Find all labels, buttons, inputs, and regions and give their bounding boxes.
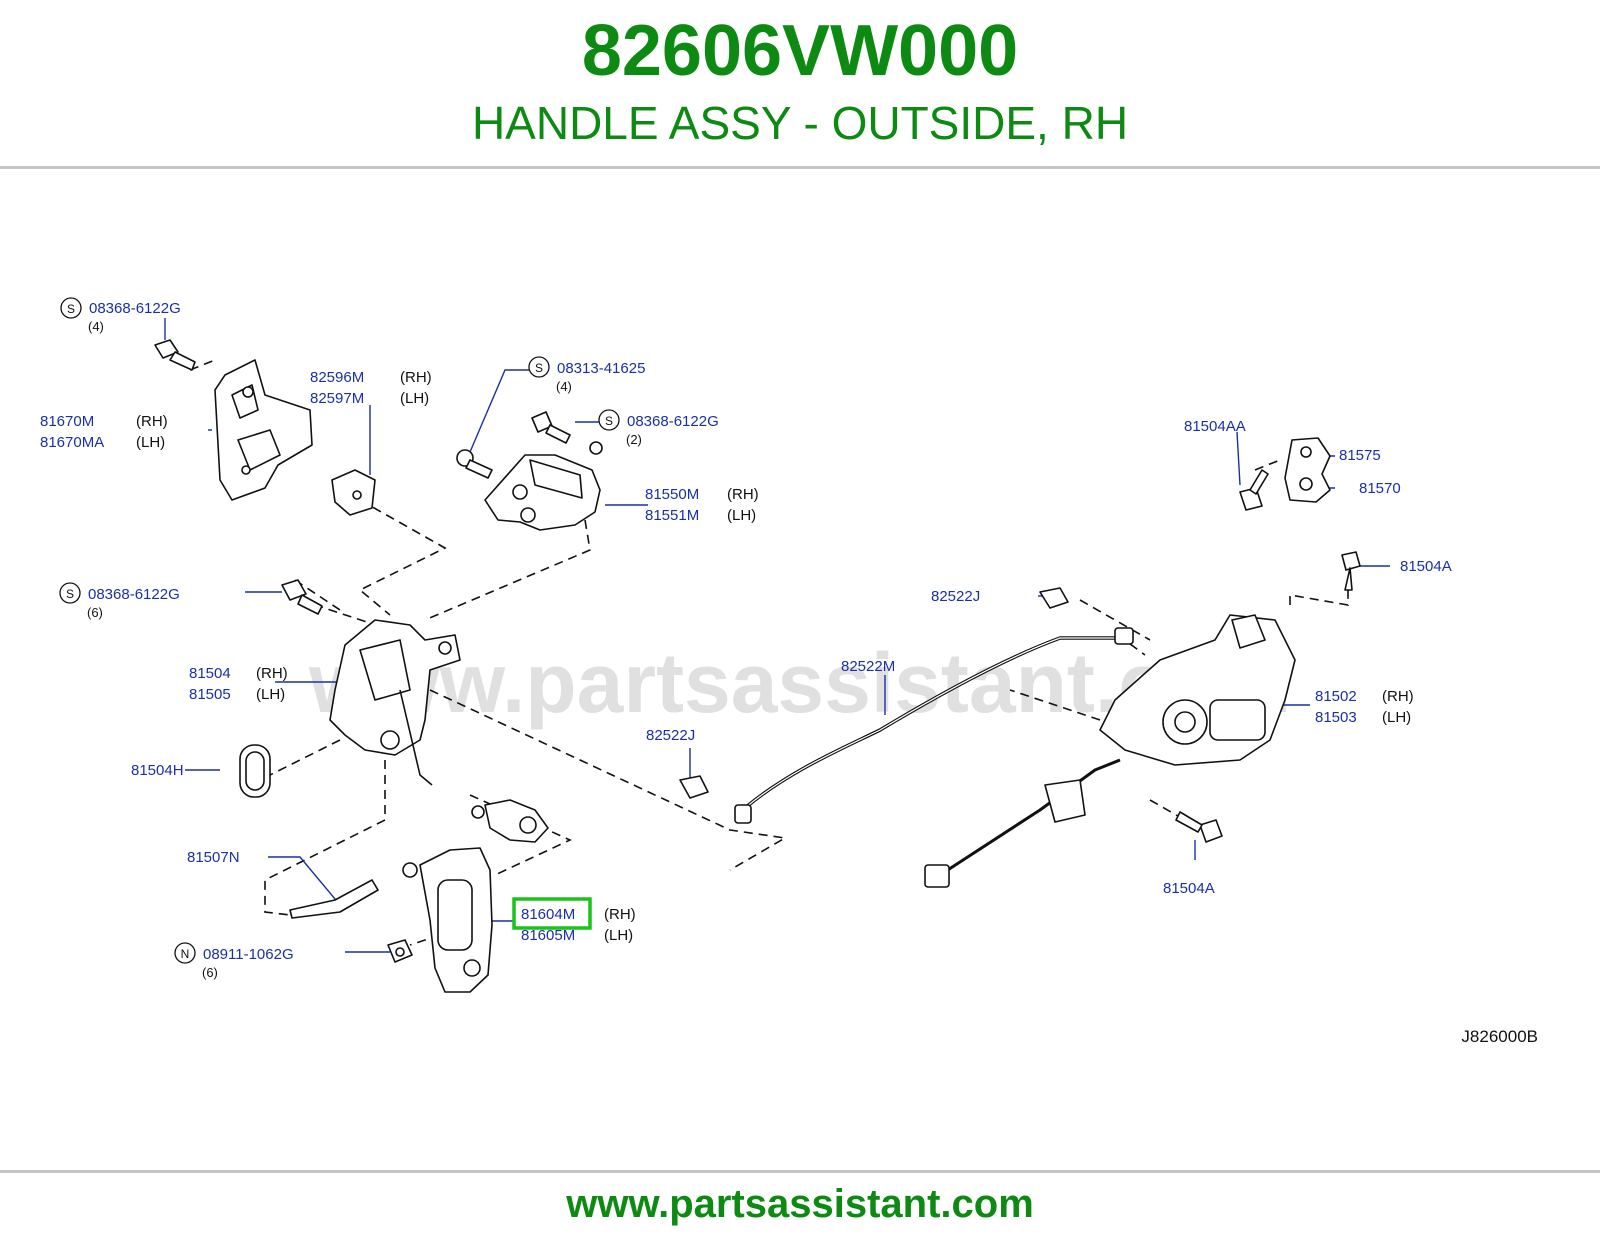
- label-08368-6122G-lower[interactable]: 08368-6122G: [88, 586, 180, 603]
- side-label: (LH): [256, 686, 285, 703]
- label-81670MA[interactable]: 81670MA: [40, 434, 104, 451]
- cable-82522M: [734, 627, 1134, 824]
- qty-label: (2): [626, 432, 642, 447]
- label-08313-41625[interactable]: 08313-41625: [557, 360, 645, 377]
- label-82522M[interactable]: 82522M: [841, 658, 895, 675]
- rod-81507N: [289, 879, 379, 919]
- qty-label: (4): [556, 379, 572, 394]
- label-81504A-top[interactable]: 81504A: [1400, 558, 1452, 575]
- wiring-harness: [924, 758, 1121, 888]
- label-81502[interactable]: 81502: [1315, 688, 1357, 705]
- label-81504[interactable]: 81504: [189, 665, 231, 682]
- inside-handle-bracket: [214, 359, 313, 501]
- label-81604M[interactable]: 81604M: [521, 906, 575, 923]
- footer-website-link[interactable]: www.partsassistant.com: [566, 1182, 1034, 1226]
- side-label: (RH): [256, 665, 288, 682]
- bolt-81504A-bottom: [1175, 811, 1223, 843]
- bolt-lower-left: [281, 579, 323, 615]
- label-81550M[interactable]: 81550M: [645, 486, 699, 503]
- leader-lines: [164, 318, 1390, 953]
- label-81505[interactable]: 81505: [189, 686, 231, 703]
- label-81670M[interactable]: 81670M: [40, 413, 94, 430]
- door-lock-actuator: [1099, 614, 1296, 766]
- part-name-subtitle: HANDLE ASSY - OUTSIDE, RH: [471, 97, 1129, 149]
- label-82596M[interactable]: 82596M: [310, 369, 364, 386]
- line-art-parts: [154, 339, 1361, 993]
- bolt-top-left: [154, 339, 196, 371]
- badge-letter: S: [66, 587, 74, 601]
- side-label: (LH): [136, 434, 165, 451]
- label-81507N[interactable]: 81507N: [187, 849, 240, 866]
- standard-part-badge: [60, 297, 82, 319]
- label-81605M[interactable]: 81605M: [521, 927, 575, 944]
- qty-label: (6): [87, 605, 103, 620]
- highlight-box: [512, 897, 592, 930]
- label-81503[interactable]: 81503: [1315, 709, 1357, 726]
- side-label: (RH): [1382, 688, 1414, 705]
- side-label: (LH): [400, 390, 429, 407]
- diagram-code: J826000B: [1461, 1027, 1538, 1046]
- grommet-81504H: [239, 744, 271, 798]
- bolt-81504A-top: [1341, 551, 1361, 591]
- bolt-mid: [531, 411, 571, 444]
- header-divider: [0, 166, 1600, 169]
- part-number-title: 82606VW000: [581, 11, 1019, 91]
- callout-labels: S 08368-6122G (4) 82596M (RH) 82597M (LH…: [40, 297, 1538, 1046]
- qty-label: (4): [88, 319, 104, 334]
- standard-part-badge: [59, 582, 81, 604]
- screw-08313: [456, 449, 493, 479]
- label-81504AA[interactable]: 81504AA: [1184, 418, 1246, 435]
- bolt-81504AA: [1239, 469, 1269, 511]
- exploded-view-svg: www.partsassistant.com: [40, 297, 1538, 1046]
- side-label: (LH): [727, 507, 756, 524]
- standard-part-badge: [528, 356, 550, 378]
- side-label: (LH): [1382, 709, 1411, 726]
- qty-label: (6): [202, 965, 218, 980]
- key-cylinder: [471, 799, 549, 843]
- side-label: (RH): [727, 486, 759, 503]
- door-lock-assembly: [329, 619, 461, 786]
- badge-letter: S: [605, 414, 613, 428]
- badge-letter: S: [67, 302, 75, 316]
- label-81551M[interactable]: 81551M: [645, 507, 699, 524]
- side-label: (LH): [604, 927, 633, 944]
- clip-82522J-bottom: [679, 775, 709, 799]
- badge-letter: S: [535, 361, 543, 375]
- label-81504H[interactable]: 81504H: [131, 762, 184, 779]
- clip-82596M: [331, 469, 376, 516]
- label-82597M[interactable]: 82597M: [310, 390, 364, 407]
- footer-divider: [0, 1170, 1600, 1173]
- parts-diagram: www.partsassistant.com: [0, 170, 1600, 1170]
- label-82522J-bottom[interactable]: 82522J: [646, 727, 695, 744]
- side-label: (RH): [604, 906, 636, 923]
- label-81575[interactable]: 81575: [1339, 447, 1381, 464]
- page-header: 82606VW000 HANDLE ASSY - OUTSIDE, RH: [0, 0, 1600, 170]
- label-08368-6122G-top[interactable]: 08368-6122G: [89, 300, 181, 317]
- label-08911-1062G[interactable]: 08911-1062G: [203, 946, 294, 963]
- striker-81570: [1284, 437, 1331, 503]
- label-81570[interactable]: 81570: [1359, 480, 1401, 497]
- label-81504A-bottom[interactable]: 81504A: [1163, 880, 1215, 897]
- remote-control-lever: [484, 441, 603, 531]
- badge-letter: N: [181, 947, 190, 961]
- side-label: (RH): [400, 369, 432, 386]
- label-08368-6122G-mid[interactable]: 08368-6122G: [627, 413, 719, 430]
- label-82522J-top[interactable]: 82522J: [931, 588, 980, 605]
- standard-part-badge: [598, 409, 620, 431]
- outside-handle: [402, 847, 493, 993]
- side-label: (RH): [136, 413, 168, 430]
- standard-part-badge: [174, 942, 196, 964]
- nut-08911: [387, 939, 413, 963]
- clip-82522J-top: [1039, 587, 1069, 609]
